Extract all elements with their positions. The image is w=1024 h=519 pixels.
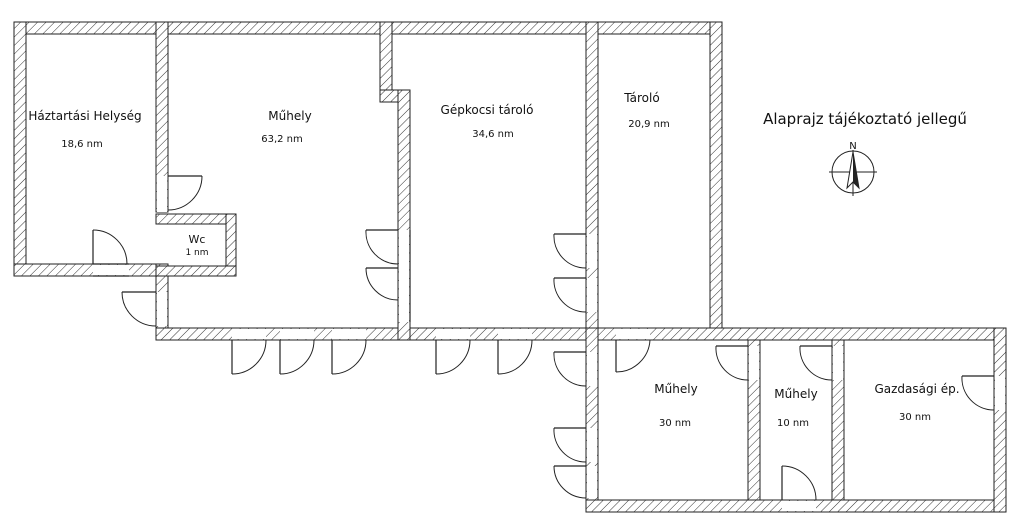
room-name-tarolo: Tároló [623,91,659,105]
room-name-muhely-main: Műhely [268,109,311,123]
room-area-wc: 1 nm [185,248,208,258]
room-area-gepkocsi: 34,6 nm [472,129,514,140]
door-front-2 [279,329,315,375]
room-area-muhely-30: 30 nm [659,418,691,429]
room-name-gazdasagi: Gazdasági ép. [874,382,959,396]
room-area-muhely-10: 10 nm [777,418,809,429]
doors [92,175,1005,511]
door-gazdasagi-right [961,375,1005,411]
room-name-haztartasi: Háztartási Helység [28,109,141,123]
door-muhely10-bottom [781,465,817,511]
door-gepkocsi-tarolo-2 [553,277,597,313]
plan-title: Alaprajz tájékoztató jellegű [763,110,967,128]
room-name-muhely-10: Műhely [774,387,817,401]
door-front-4 [435,329,471,375]
door-haztartasi [92,229,129,277]
door-muhely-double [365,229,411,322]
door-front-3 [331,329,367,375]
door-annex-left-1 [553,351,597,387]
door-annex-left-3 [553,465,597,499]
door-tarolo-muhely [615,329,651,373]
door-gepkocsi-tarolo-1 [553,233,597,269]
door-annex-left-2 [553,427,597,463]
door-front-5 [497,329,533,375]
main-building-walls [13,21,723,341]
room-area-gazdasagi: 30 nm [899,412,931,423]
compass-north-label: N [849,141,856,152]
door-haztartasi-muhely [157,175,203,212]
door-entrance-left [121,291,167,327]
room-area-haztartasi: 18,6 nm [61,139,103,150]
room-name-wc: Wc [189,233,206,246]
door-muhely30-right [715,345,759,381]
room-name-muhely-30: Műhely [654,382,697,396]
compass-north-icon: N [829,141,877,196]
room-area-tarolo: 20,9 nm [628,119,670,130]
room-area-muhely-main: 63,2 nm [261,134,303,145]
door-front-1 [231,329,267,375]
door-muhely10-right [799,345,843,381]
room-name-gepkocsi: Gépkocsi tároló [441,103,534,117]
room-labels: Háztartási Helység 18,6 nm Műhely 63,2 n… [28,91,959,429]
